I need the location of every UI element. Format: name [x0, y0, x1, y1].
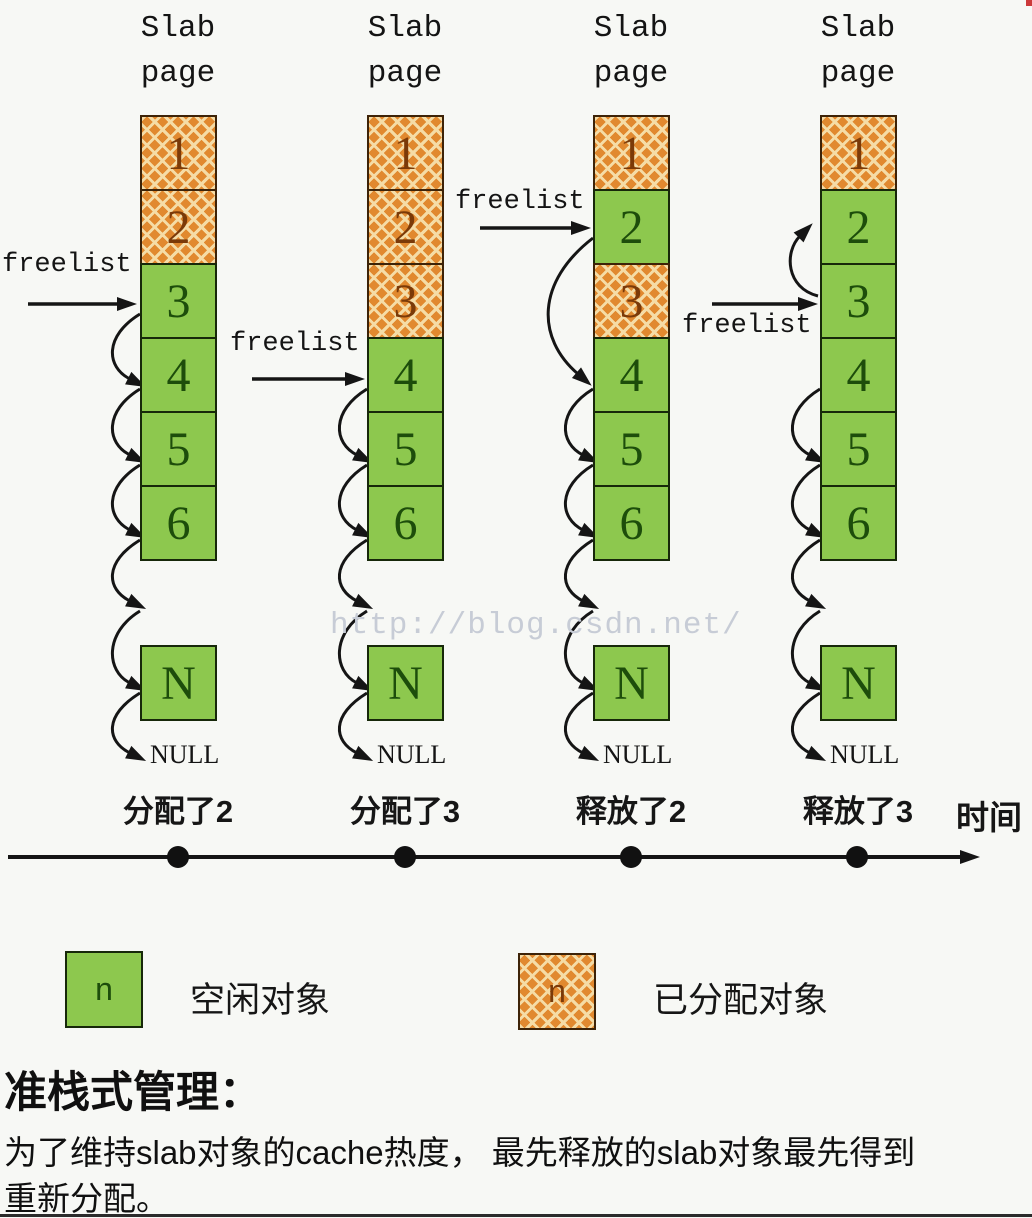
slab-page-title: Slab page [593, 11, 669, 91]
slab-cell-2-free: 2 [820, 189, 897, 265]
watermark-text: http://blog.csdn.net/ [330, 608, 742, 643]
col1-link-5-6 [110, 463, 147, 539]
timeline-dot-4 [846, 846, 868, 868]
legend-free-symbol: n [95, 971, 113, 1007]
col3-link-gap-N [563, 609, 600, 692]
legend-free-object-box: n [65, 951, 143, 1028]
slab-cell-2-allocated: 2 [140, 189, 217, 265]
legend-allocated-object-label: 已分配对象 [653, 981, 829, 1020]
col4-link-6-gap [791, 538, 827, 610]
timeline-event-label: 释放了2 [575, 794, 687, 829]
slab-cell-N: N [140, 645, 217, 721]
slab-cell-3-allocated: 3 [593, 263, 670, 339]
slab-cell-N: N [367, 645, 444, 721]
timeline-event-label: 分配了3 [349, 794, 461, 829]
col3-link-2-4 [546, 236, 594, 386]
col4-link-5-6 [790, 463, 827, 539]
slab-cell-3-free: 3 [820, 263, 897, 339]
slab-cell-4-free: 4 [593, 337, 670, 413]
col1-link-gap-N [110, 609, 147, 692]
slab-page-title: Slab page [820, 11, 896, 91]
col4-link-gap-N [790, 609, 827, 692]
null-label: NULL [603, 740, 673, 769]
col1-link-4-5 [110, 387, 147, 464]
bottom-edge-line [0, 1214, 1032, 1217]
freelist-label: freelist [230, 329, 360, 359]
slab-cell-1-allocated: 1 [820, 115, 897, 191]
col2-link-4-5 [337, 387, 374, 464]
slab-page-title: Slab page [140, 11, 216, 91]
slab-cell-5-free: 5 [140, 411, 217, 487]
col2-link-6-gap [338, 538, 374, 610]
col1-link-6-gap [111, 538, 147, 610]
freelist-label: freelist [2, 250, 132, 280]
col2-link-gap-N [337, 609, 374, 692]
slab-cell-5-free: 5 [593, 411, 670, 487]
freelist-label: freelist [682, 311, 812, 341]
slab-cell-6-free: 6 [820, 485, 897, 561]
timeline-dot-1 [167, 846, 189, 868]
top-right-red-mark [1026, 0, 1032, 6]
col1-link-N-NULL [111, 691, 147, 762]
legend-allocated-object-box: n [518, 953, 596, 1030]
slab-page-title: Slab page [367, 11, 443, 91]
slab-cell-1-allocated: 1 [140, 115, 217, 191]
slab-cell-3-allocated: 3 [367, 263, 444, 339]
slab-cell-4-free: 4 [140, 337, 217, 413]
slab-cell-2-free: 2 [593, 189, 670, 265]
col4-link-N-NULL [791, 691, 827, 762]
slab-cell-1-allocated: 1 [593, 115, 670, 191]
null-label: NULL [830, 740, 900, 769]
col1-link-3-4 [110, 312, 147, 388]
col3-link-N-NULL [564, 691, 600, 762]
slab-cell-N: N [820, 645, 897, 721]
slab-cell-1-allocated: 1 [367, 115, 444, 191]
footer-heading: 准栈式管理： [4, 1069, 262, 1117]
slab-cell-2-allocated: 2 [367, 189, 444, 265]
col3-link-5-6 [563, 463, 600, 539]
slab-cell-5-free: 5 [367, 411, 444, 487]
col4-link-3-2 [788, 223, 819, 298]
slab-cell-6-free: 6 [593, 485, 670, 561]
col3-link-6-gap [564, 538, 600, 610]
footer-body-line2: 重新分配。 [4, 1180, 169, 1217]
slab-cell-N: N [593, 645, 670, 721]
timeline-dot-3 [620, 846, 642, 868]
slab-cell-5-free: 5 [820, 411, 897, 487]
col2-link-N-NULL [338, 691, 374, 762]
timeline-event-label: 释放了3 [802, 794, 914, 829]
col4-link-4-5 [790, 387, 827, 464]
timeline-event-label: 分配了2 [122, 794, 234, 829]
slab-cell-6-free: 6 [367, 485, 444, 561]
timeline-dot-2 [394, 846, 416, 868]
time-axis-label: 时间 [956, 799, 1022, 836]
legend-free-object-label: 空闲对象 [190, 981, 331, 1020]
null-label: NULL [377, 740, 447, 769]
freelist-label: freelist [455, 187, 585, 217]
col3-link-4-5 [563, 387, 600, 464]
footer-body-line1: 为了维持slab对象的cache热度， 最先释放的slab对象最先得到 [4, 1134, 916, 1171]
col2-link-5-6 [337, 463, 374, 539]
slab-cell-4-free: 4 [367, 337, 444, 413]
slab-cell-6-free: 6 [140, 485, 217, 561]
legend-allocated-symbol: n [548, 973, 566, 1009]
null-label: NULL [150, 740, 220, 769]
slab-cell-3-free: 3 [140, 263, 217, 339]
slab-cell-4-free: 4 [820, 337, 897, 413]
